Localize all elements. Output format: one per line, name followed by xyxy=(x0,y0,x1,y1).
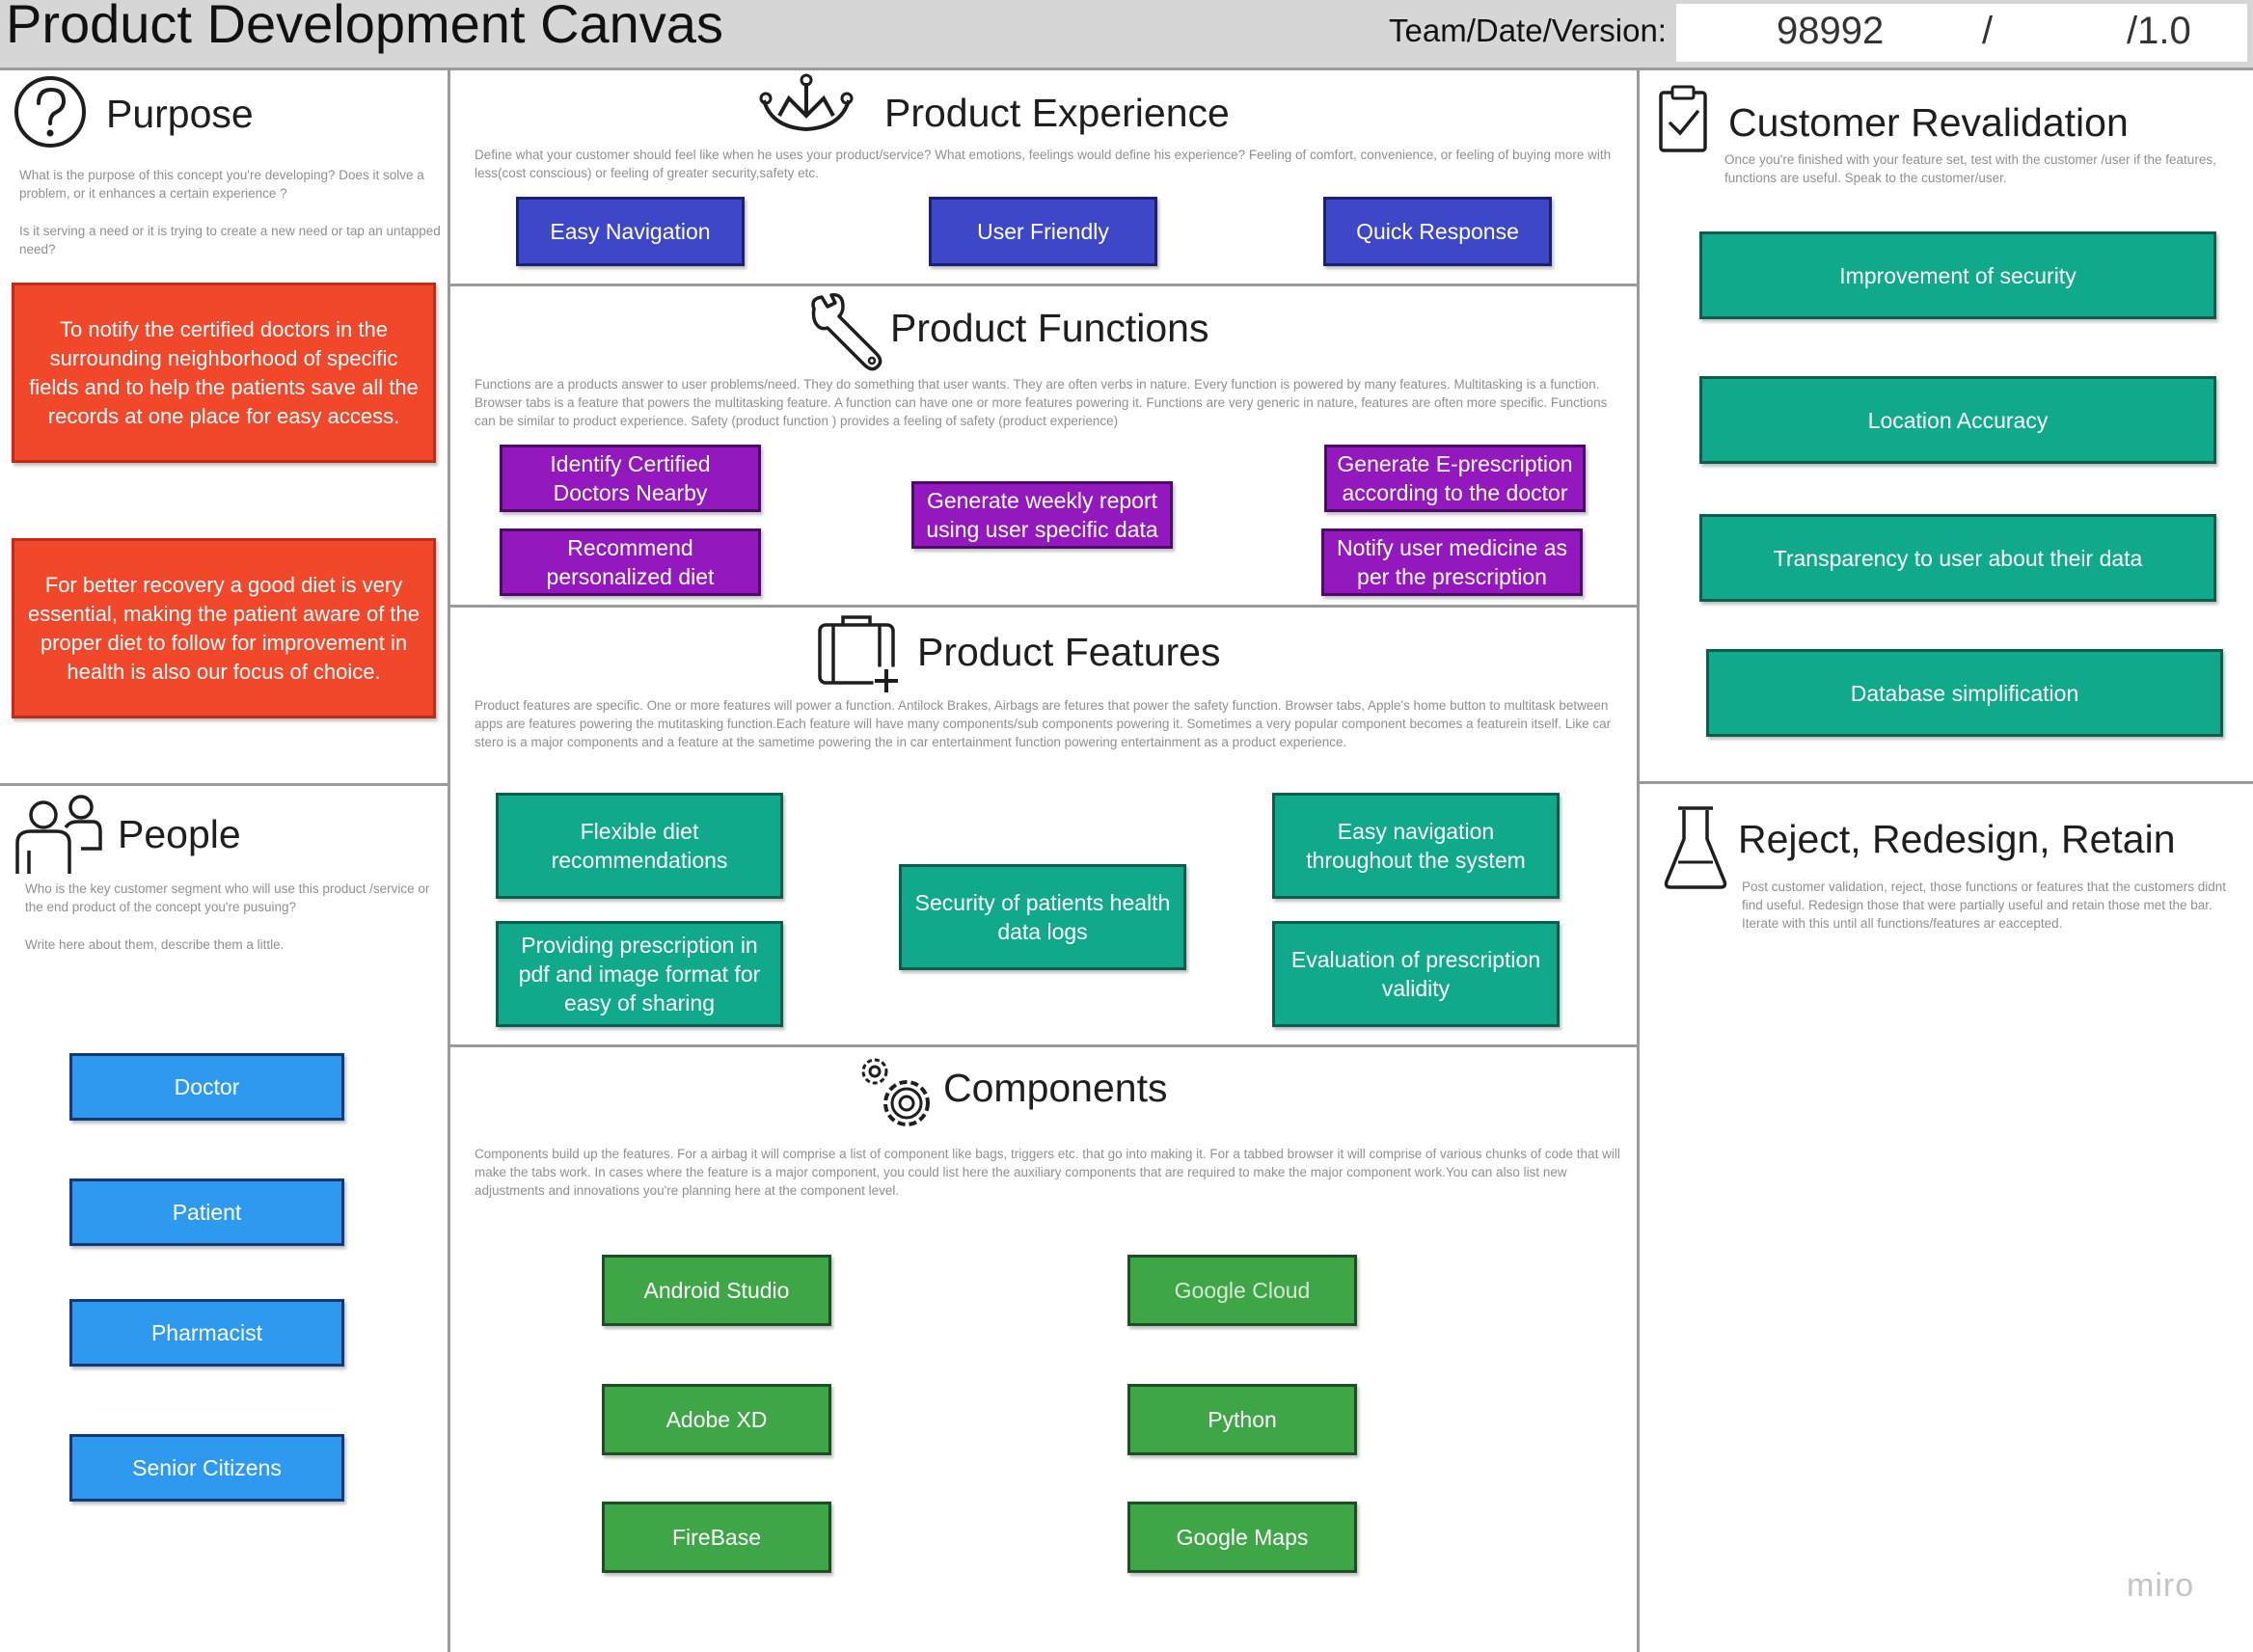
revalidation-note[interactable]: Location Accuracy xyxy=(1699,376,2216,464)
experience-note[interactable]: Quick Response xyxy=(1323,197,1552,266)
experience-note[interactable]: User Friendly xyxy=(929,197,1157,266)
divider-features-components xyxy=(449,1044,1638,1047)
reject-redesign-retain-title: Reject, Redesign, Retain xyxy=(1738,817,2176,861)
component-note[interactable]: Adobe XD xyxy=(602,1384,831,1455)
purpose-title: Purpose xyxy=(106,92,254,136)
team-date-version-field[interactable] xyxy=(1676,4,2247,62)
function-note[interactable]: Generate E-prescription according to the… xyxy=(1324,445,1586,512)
people-description: Who is the key customer segment who will… xyxy=(25,881,430,914)
gears-icon xyxy=(861,1058,930,1126)
component-note[interactable]: Python xyxy=(1127,1384,1357,1455)
feature-note[interactable]: Security of patients health data logs xyxy=(899,864,1186,970)
product-experience-title: Product Experience xyxy=(884,91,1230,135)
clipboard-check-icon xyxy=(1659,85,1707,152)
component-note[interactable]: Android Studio xyxy=(602,1255,831,1326)
components-description: Components build up the features. For a … xyxy=(475,1147,1620,1198)
crown-icon xyxy=(759,73,854,132)
function-note[interactable]: Generate weekly report using user specif… xyxy=(911,481,1173,549)
customer-revalidation-title: Customer Revalidation xyxy=(1728,100,2129,145)
page-title: Product Development Canvas xyxy=(6,0,723,54)
team-date-version-label: Team/Date/Version: xyxy=(1389,13,1667,48)
revalidation-note[interactable]: Database simplification xyxy=(1706,649,2223,737)
product-features-title: Product Features xyxy=(917,630,1221,674)
flask-icon xyxy=(1664,806,1727,889)
divider-purpose-people xyxy=(0,783,449,786)
product-functions-description: Functions are a products answer to user … xyxy=(475,377,1608,428)
function-note[interactable]: Identify Certified Doctors Nearby xyxy=(500,445,761,512)
purpose-note[interactable]: To notify the certified doctors in the s… xyxy=(12,283,436,463)
product-experience-description: Define what your customer should feel li… xyxy=(475,148,1612,180)
product-features-description: Product features are specific. One or mo… xyxy=(475,698,1612,749)
feature-note[interactable]: Easy navigation throughout the system xyxy=(1272,793,1560,899)
briefcase-plus-icon xyxy=(818,615,900,693)
divider-right-column xyxy=(1637,69,1640,1652)
divider-left-column xyxy=(448,69,450,1652)
function-note[interactable]: Recommend personalized diet xyxy=(500,528,761,596)
people-icon xyxy=(15,795,102,874)
revalidation-note[interactable]: Improvement of security xyxy=(1699,231,2216,319)
product-functions-title: Product Functions xyxy=(890,306,1209,350)
feature-note[interactable]: Flexible diet recommendations xyxy=(496,793,783,899)
component-note[interactable]: Google Maps xyxy=(1127,1502,1357,1573)
component-note[interactable]: FireBase xyxy=(602,1502,831,1573)
purpose-description: What is the purpose of this concept you'… xyxy=(19,168,424,201)
divider-revalidation-reject xyxy=(1639,781,2253,784)
divider-header xyxy=(0,68,2253,70)
component-note[interactable]: Google Cloud xyxy=(1127,1255,1357,1326)
version-value[interactable]: /1.0 xyxy=(2127,10,2191,52)
people-note[interactable]: Pharmacist xyxy=(69,1299,344,1367)
purpose-note[interactable]: For better recovery a good diet is very … xyxy=(12,538,436,718)
purpose-description-secondary: Is it serving a need or it is trying to … xyxy=(19,224,441,257)
components-title: Components xyxy=(943,1066,1168,1110)
revalidation-note[interactable]: Transparency to user about their data xyxy=(1699,514,2216,602)
people-note[interactable]: Patient xyxy=(69,1178,344,1246)
people-note[interactable]: Senior Citizens xyxy=(69,1434,344,1502)
people-description-secondary: Write here about them, describe them a l… xyxy=(25,937,285,952)
feature-note[interactable]: Evaluation of prescription validity xyxy=(1272,921,1560,1027)
divider-experience-functions xyxy=(449,284,1638,286)
experience-note[interactable]: Easy Navigation xyxy=(516,197,745,266)
people-title: People xyxy=(118,812,241,856)
miro-watermark: miro xyxy=(2127,1567,2195,1604)
reject-redesign-retain-description: Post customer validation, reject, those … xyxy=(1742,880,2227,931)
date-value[interactable]: / xyxy=(1982,10,1994,52)
question-circle-icon xyxy=(14,76,86,148)
feature-note[interactable]: Providing prescription in pdf and image … xyxy=(496,921,783,1027)
wrench-icon xyxy=(811,293,882,371)
customer-revalidation-description: Once you're finished with your feature s… xyxy=(1724,152,2216,185)
divider-functions-features xyxy=(449,605,1638,608)
people-note[interactable]: Doctor xyxy=(69,1053,344,1121)
function-note[interactable]: Notify user medicine as per the prescrip… xyxy=(1321,528,1583,596)
team-value[interactable]: 98992 xyxy=(1777,10,1885,52)
